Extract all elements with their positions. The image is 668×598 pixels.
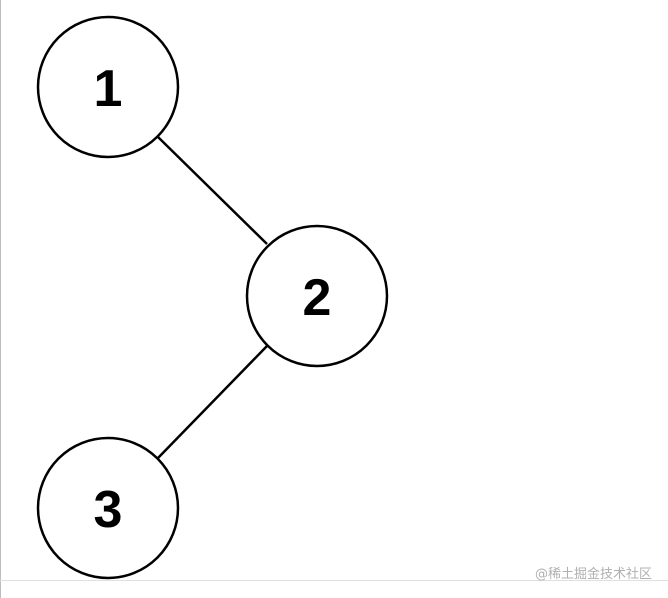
node-circle: [36, 436, 180, 580]
tree-node-3: 3: [36, 436, 180, 580]
node-circle: [36, 15, 180, 159]
tree-node-1: 1: [36, 15, 180, 159]
bottom-border: [0, 580, 668, 581]
node-label: 1: [94, 60, 123, 118]
node-label: 2: [303, 269, 332, 327]
edge-2-3: [157, 345, 268, 459]
node-label: 3: [94, 481, 123, 539]
watermark-text: @稀土掘金技术社区: [534, 567, 652, 582]
tree-node-2: 2: [245, 224, 389, 368]
left-border: [0, 0, 1, 598]
edge-1-2: [157, 136, 268, 245]
node-circle: [245, 224, 389, 368]
